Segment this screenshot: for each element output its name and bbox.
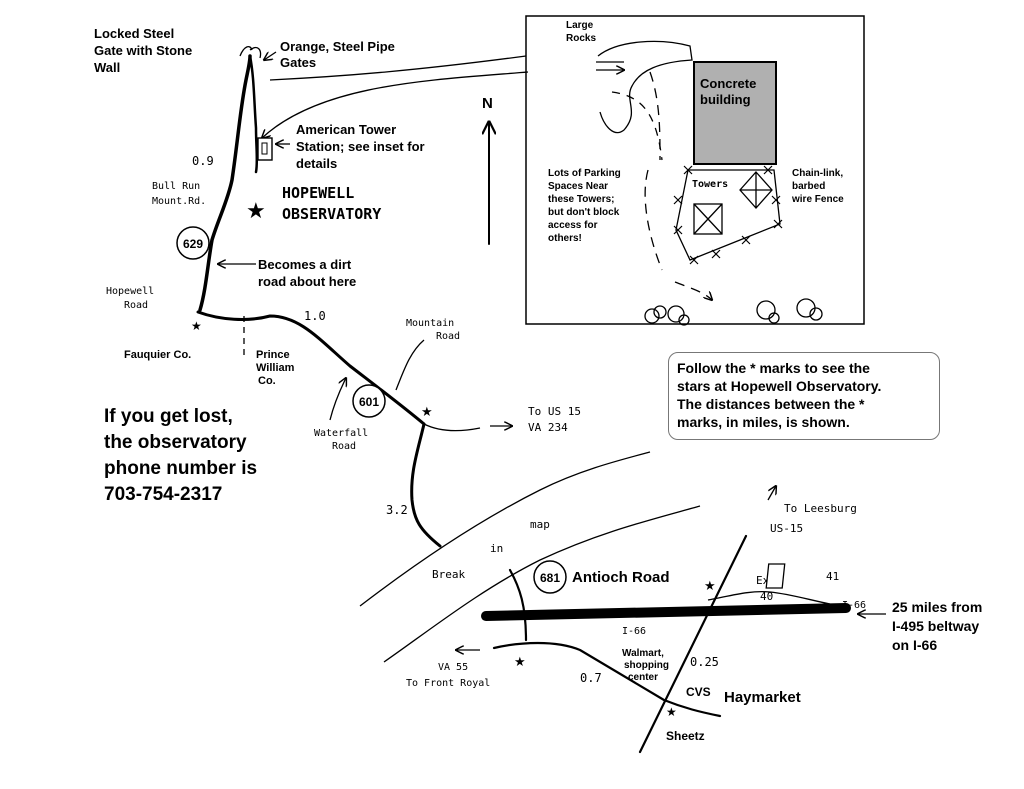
antioch-road-label: Antioch Road [572,569,670,586]
i66-left-label: I-66 [622,626,646,637]
antioch-road [508,568,528,642]
inset-frame [525,15,865,325]
front-royal-label: To Front Royal [406,678,490,689]
distance-0-25: 0.25 [690,655,719,669]
info-box: Follow the * marks to see the stars at H… [668,352,940,440]
distance-3-2: 3.2 [386,503,408,517]
observatory-star: ★ [246,199,266,224]
distance-0-7: 0.7 [580,671,602,685]
bottom-roads [456,486,886,754]
i66-exit-shield: 41 [765,563,839,589]
va234-road [423,423,481,432]
info-line-2: stars at Hopewell Observatory. [677,378,882,394]
fauquier-label: Fauquier Co. [124,349,191,361]
tower-square [693,203,723,235]
break-word-map: map [530,518,550,531]
svg-text:601: 601 [359,395,379,409]
rock-outline [597,40,693,134]
route-601-shield: 601 [352,384,386,418]
exit-ramp [707,590,831,605]
fence-marks [673,165,783,265]
parking-label: Lots of Parking Spaces Near these Towers… [548,168,624,244]
bull-run-mountain-road [198,54,252,312]
lost-line-3: phone number is [104,458,258,479]
gate-branch-left [239,45,262,59]
hopewell-road [196,310,426,426]
tower-diamond [739,171,773,209]
to-leesburg-label: To Leesburg [784,502,857,515]
break-line-2 [383,505,701,663]
inset-connector-arrow [262,71,529,138]
gate-spur [248,54,259,174]
us15-arrow [767,486,776,501]
shrubs [644,298,823,326]
connector-top-line [269,55,527,81]
inset-arrow-left [611,91,663,161]
north-arrow: N [482,95,493,245]
i66-right-label: I-66 [842,600,866,611]
break-line-1 [359,451,651,607]
gates-pointer [264,51,277,60]
mountain-road-line [395,339,425,391]
lost-note: If you get lost, the observatory phone n… [104,404,344,508]
us15-road [638,534,748,754]
distance-1-0: 1.0 [304,309,326,323]
route-629-shield: 629 [176,226,210,260]
locked-gate-label: Locked Steel Gate with Stone Wall [94,26,196,75]
haymarket-label: Haymarket [724,689,801,706]
va55-road [492,641,722,718]
i66-highway [481,603,851,621]
break-word-in: in [490,542,503,555]
svg-text:41: 41 [826,570,839,583]
info-line-3: The distances between the * [677,396,865,412]
info-line-4: marks, in miles, is shown. [677,414,850,430]
hopewell-star: ★ [191,319,202,333]
va55-label: VA 55 [438,662,468,673]
exit-star: ★ [704,579,716,594]
lost-line-1: If you get lost, [104,406,233,427]
svg-text:629: 629 [183,237,203,251]
route-601 [410,422,442,548]
break-word-break: Break [432,568,465,581]
info-line-1: Follow the * marks to see the [677,360,870,376]
va55-star: ★ [514,655,526,670]
mountain-roads [196,45,426,426]
svg-text:681: 681 [540,571,560,585]
towers-label: Towers [692,179,728,190]
middle-roads [329,339,701,663]
tower-station-marker [257,137,273,161]
north-label: N [482,95,493,112]
us15-label: US-15 [770,522,803,535]
driveway-dashes [644,71,712,300]
sheetz-star: ★ [666,705,677,719]
waterfall-pointer [329,378,346,421]
distance-0-9: 0.9 [192,154,214,168]
sheetz-label: Sheetz [666,729,705,743]
route-681-shield: 681 [533,560,567,594]
cvs-label: CVS [686,685,711,699]
concrete-building [693,61,777,165]
mountain-star: ★ [421,405,433,420]
tower-station-label: American Tower Station; see inset for de… [296,122,428,171]
phone-number: 703-754-2317 [104,484,223,505]
lost-line-2: the observatory [104,432,247,453]
chain-link-fence [675,169,781,261]
rocks-arrow-lines [596,62,624,70]
